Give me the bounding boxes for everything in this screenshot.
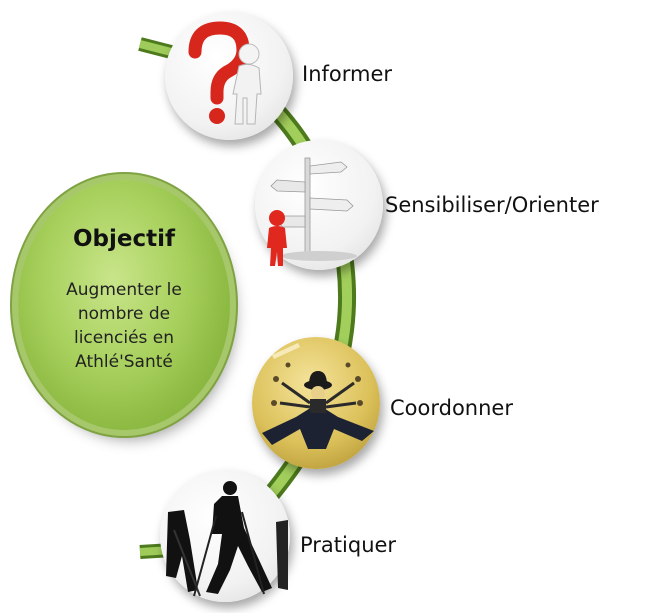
objective-line: Augmenter le — [66, 280, 182, 300]
objective-line: nombre de — [77, 304, 171, 324]
step-label-coordonner: Coordonner — [390, 396, 513, 420]
step-bubble-informer — [165, 12, 293, 140]
step-label-pratiquer: Pratiquer — [300, 533, 397, 557]
step-bubble-pratiquer — [160, 470, 290, 602]
question-mark-person-icon — [188, 21, 262, 125]
nordic-walking-icon — [166, 481, 288, 597]
objective-circle: Objectif Augmenter le nombre de licencié… — [18, 180, 230, 430]
signpost-person-icon — [267, 157, 357, 266]
objective-text: Augmenter le nombre de licenciés en Athl… — [18, 278, 230, 374]
coordination-figure-icon — [262, 343, 374, 449]
step-label-sensibiliser: Sensibiliser/Orienter — [385, 193, 599, 217]
objective-line: Athlé'Santé — [75, 352, 173, 372]
step-bubble-sensibiliser — [255, 140, 383, 270]
objective-title: Objectif — [72, 226, 176, 252]
objective-line: licenciés en — [73, 328, 175, 348]
step-label-informer: Informer — [302, 62, 393, 86]
step-bubble-coordonner — [252, 337, 380, 469]
